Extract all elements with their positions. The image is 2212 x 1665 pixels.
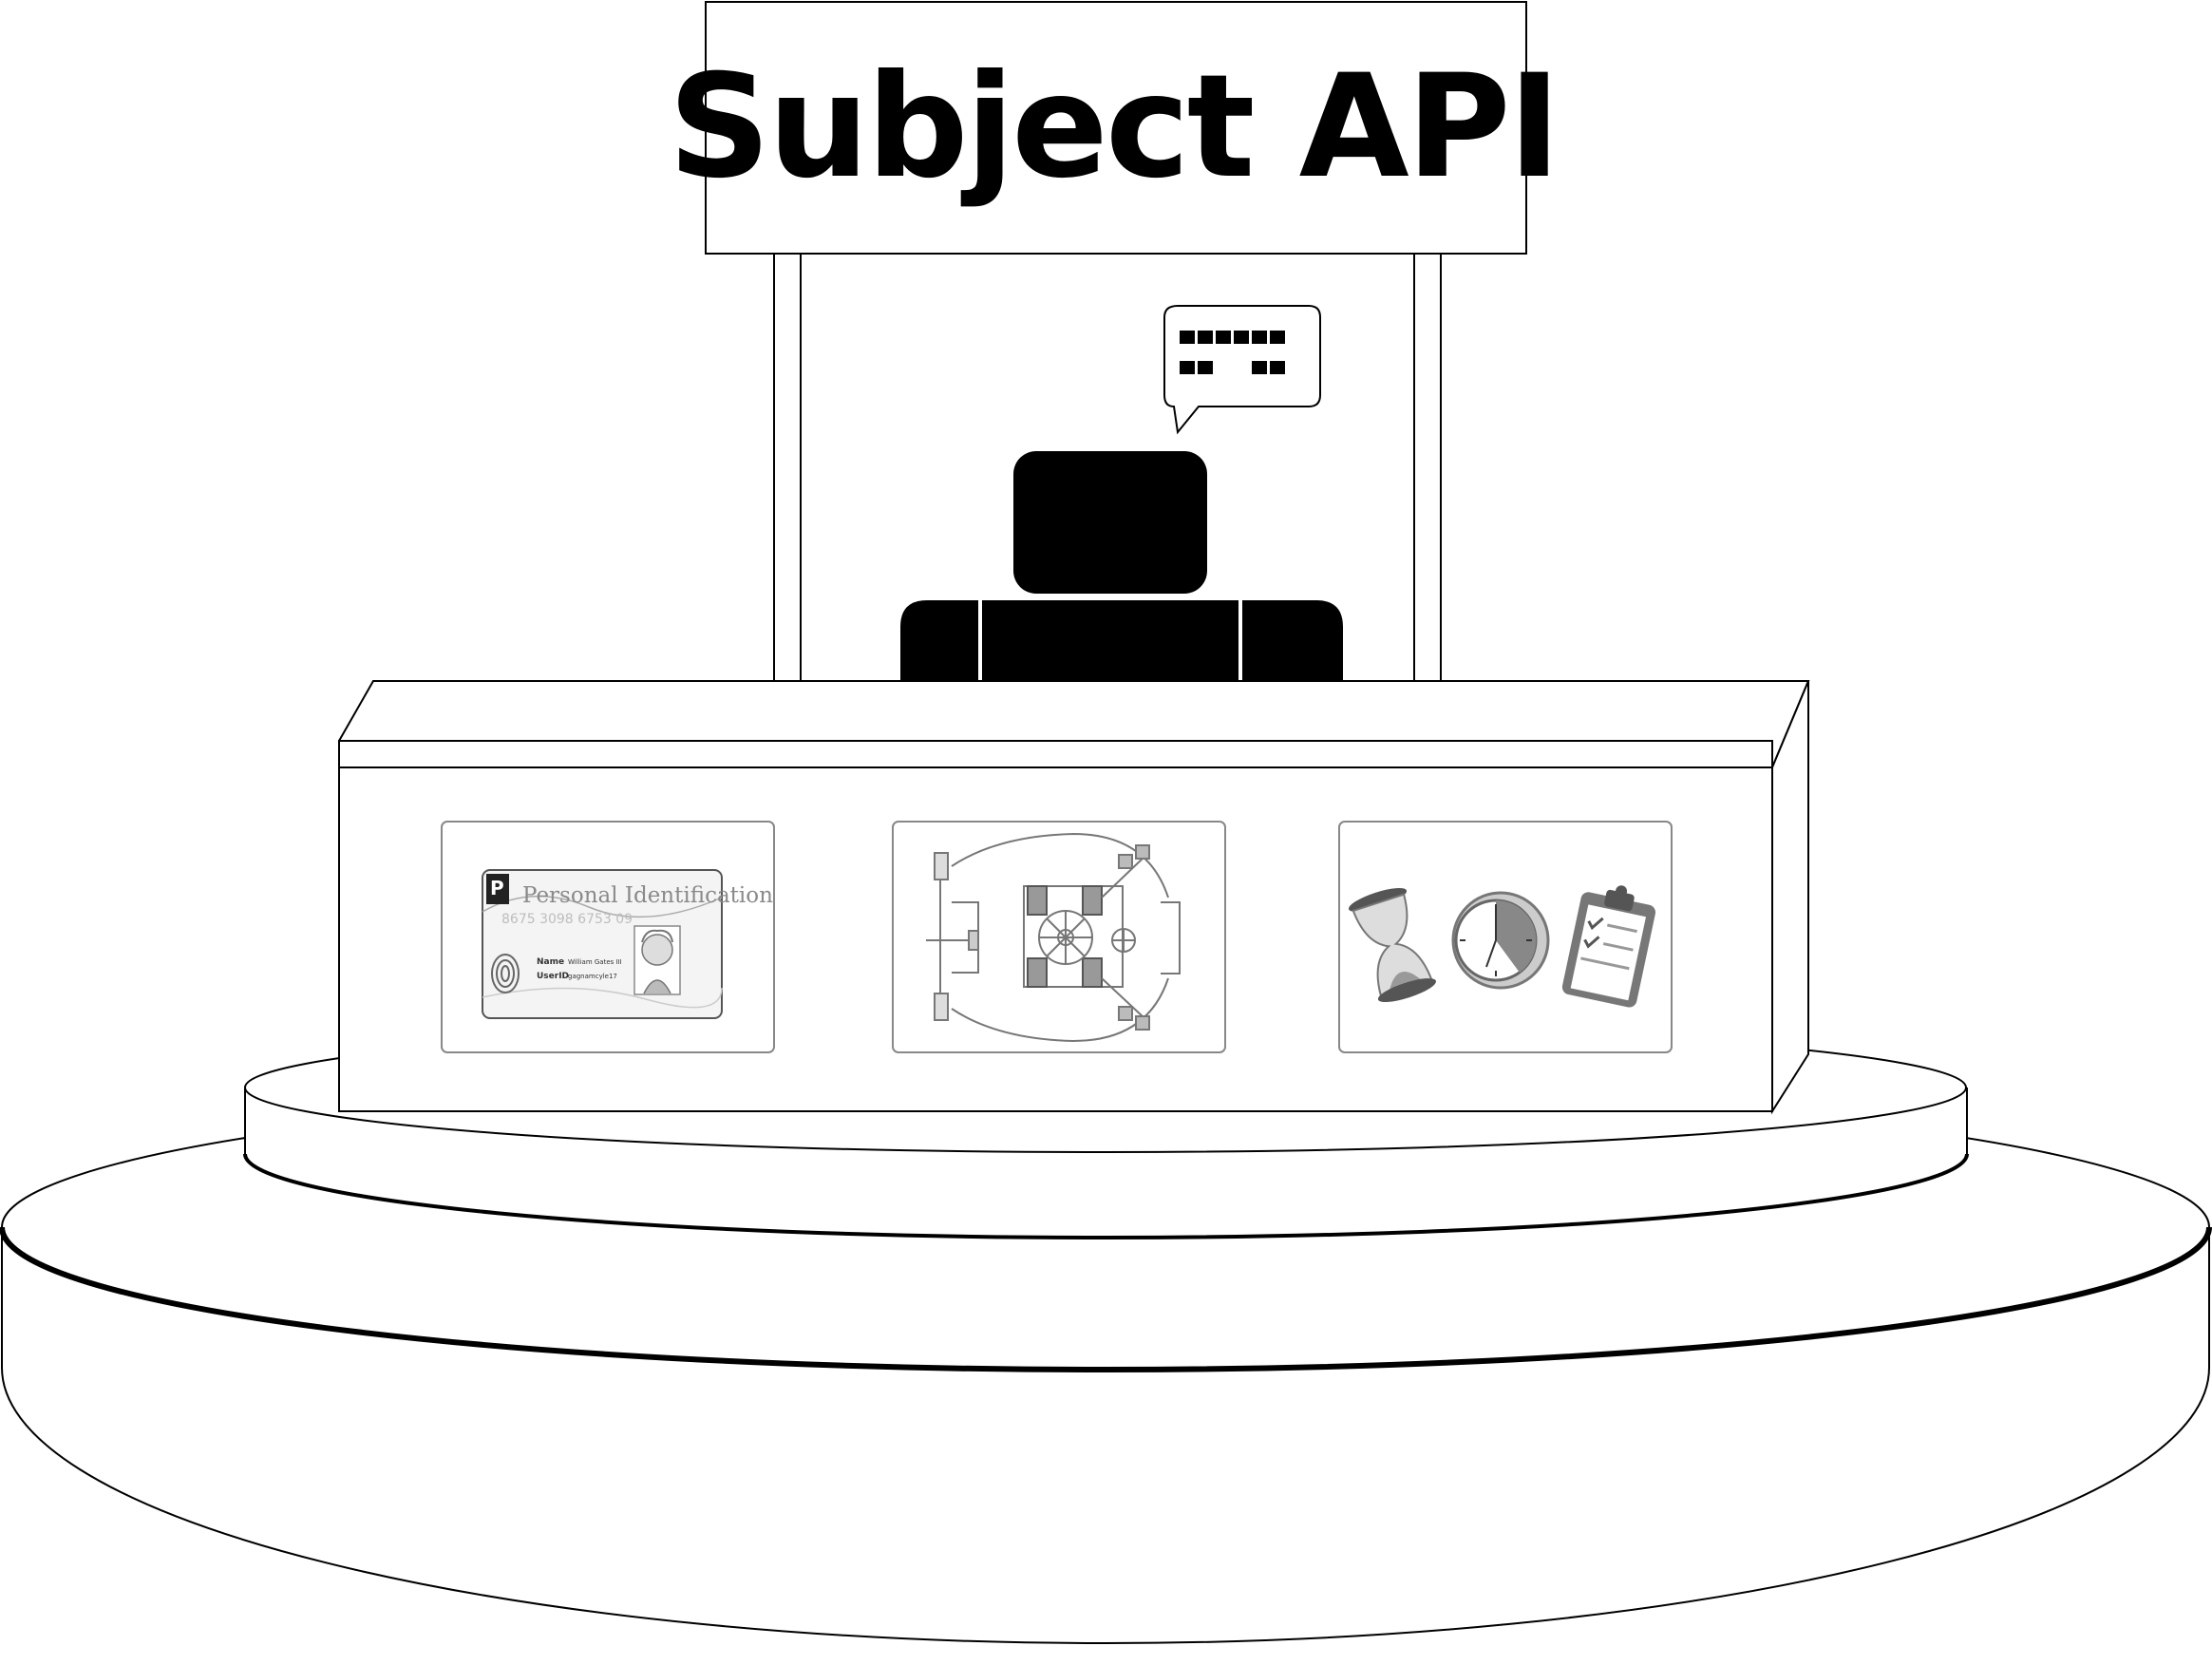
card-heading: Personal Identification	[522, 883, 773, 908]
hourglass-icon	[1349, 887, 1436, 1003]
id-card-icon: P Personal Identification 8675 3098 6753…	[482, 869, 773, 1019]
card-userid-value: gagnamcyle17	[568, 973, 617, 980]
panel-identity: P Personal Identification 8675 3098 6753…	[441, 821, 775, 1053]
code-block	[1252, 361, 1267, 374]
card-userid-label: UserID	[537, 972, 569, 981]
card-logo-icon	[486, 874, 509, 904]
code-block	[1252, 331, 1267, 344]
agent-silhouette	[900, 451, 1343, 684]
code-block	[1198, 361, 1213, 374]
clock-icon	[1451, 891, 1550, 990]
code-block	[1270, 361, 1285, 374]
panel-time-tasks	[1338, 821, 1673, 1053]
sign-post-left	[773, 251, 802, 685]
sign-title: Subject API	[668, 45, 1558, 210]
sign-board: Subject API	[668, 1, 1561, 255]
code-block	[1198, 331, 1213, 344]
sign-posts	[773, 251, 1442, 685]
speech-bubble	[1163, 305, 1321, 435]
vault-door-icon	[926, 832, 1181, 1043]
sign-post-right	[1413, 251, 1442, 685]
speech-bubble-code-icon	[1180, 331, 1285, 374]
code-block	[1234, 331, 1249, 344]
panel-vault	[892, 821, 1226, 1053]
card-name-label: Name	[537, 957, 564, 967]
code-block	[1180, 331, 1195, 344]
fingerprint-icon	[491, 954, 520, 993]
code-block	[1270, 331, 1285, 344]
clipboard-checklist-icon	[1561, 885, 1656, 1008]
agent-body	[900, 600, 1343, 684]
svg-text:P: P	[490, 877, 504, 899]
card-name-value: William Gates III	[568, 958, 622, 966]
portrait-icon	[633, 925, 681, 995]
card-number: 8675 3098 6753 09	[501, 912, 633, 927]
stage	[0, 1022, 2212, 1644]
code-block	[1180, 361, 1195, 374]
code-block	[1216, 331, 1231, 344]
agent-head	[1013, 451, 1207, 594]
